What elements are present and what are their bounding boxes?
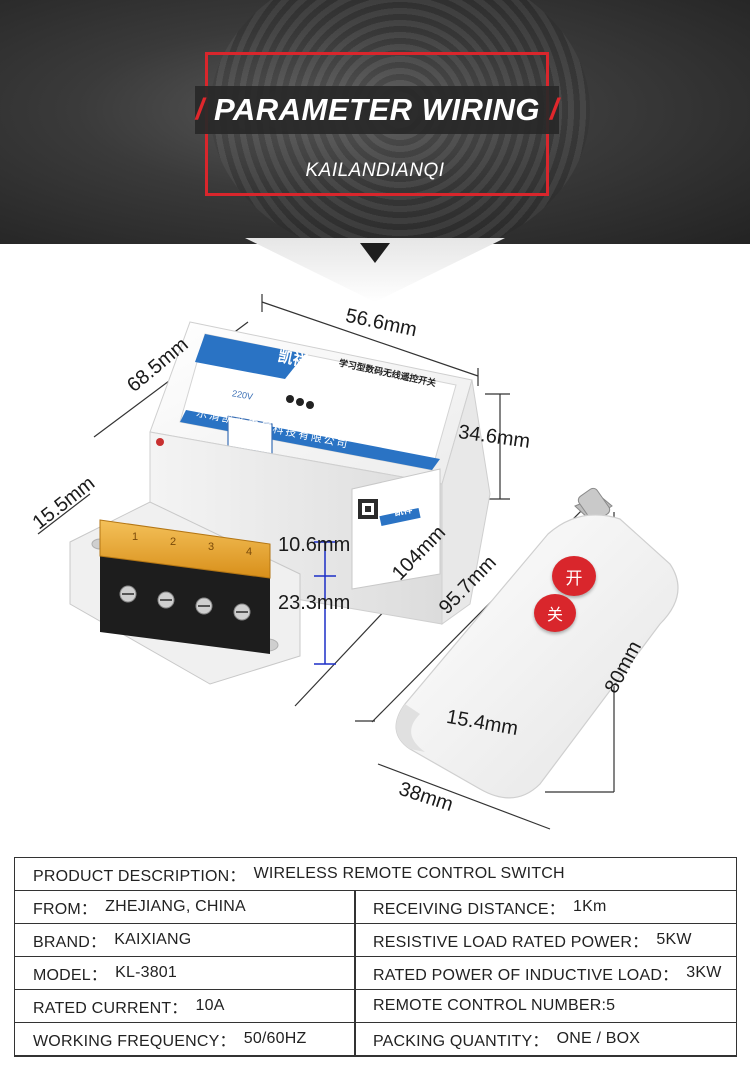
spec-label-resistive-load: RESISTIVE LOAD RATED POWER： — [373, 934, 649, 951]
spec-value-remote-number: 5 — [606, 997, 616, 1014]
spec-label-from: FROM： — [33, 901, 98, 918]
header-banner: / PARAMETER WIRING / KAILANDIANQI — [0, 0, 750, 244]
spec-label-model: MODEL： — [33, 967, 108, 984]
spec-table: PRODUCT DESCRIPTION： WIRELESS REMOTE CON… — [14, 857, 737, 1057]
spec-value-rated-current: 10A — [195, 997, 225, 1014]
terminal-cover — [99, 519, 271, 579]
dim-terminal-base: 23.3mm — [278, 592, 351, 614]
spec-label-frequency: WORKING FREQUENCY： — [33, 1033, 236, 1050]
spec-value-inductive-load: 3KW — [686, 964, 722, 981]
remote-off-label: 关 — [546, 605, 563, 624]
terminal-number-2: 2 — [170, 536, 177, 548]
table-row: FROM： ZHEJIANG, CHINA RECEIVING DISTANCE… — [15, 891, 736, 924]
spec-label-brand: BRAND： — [33, 934, 107, 951]
spec-label-receiving-distance: RECEIVING DISTANCE： — [373, 901, 565, 918]
table-row: RATED CURRENT： 10A REMOTE CONTROL NUMBER… — [15, 990, 736, 1023]
spec-label-inductive-load: RATED POWER OF INDUCTIVE LOAD： — [373, 967, 679, 984]
remote-on-label: 开 — [565, 568, 583, 589]
spec-label: PRODUCT DESCRIPTION： — [33, 868, 246, 885]
banner-subtitle: KAILANDIANQI — [305, 160, 445, 181]
product-drawing: 凯祥 学习型数码无线遥控开关 220V 乐清凯蓝电气科技有限公司 凯祥 1 2 … — [0, 244, 750, 850]
spec-label-packing: PACKING QUANTITY： — [373, 1033, 549, 1050]
spec-value-frequency: 50/60HZ — [243, 1030, 307, 1047]
spec-value-receiving-distance: 1Km — [572, 898, 607, 915]
spec-value: WIRELESS REMOTE CONTROL SWITCH — [253, 865, 565, 882]
spec-label-rated-current: RATED CURRENT： — [33, 1000, 188, 1017]
table-column-divider — [354, 891, 356, 1056]
remote-control — [395, 487, 679, 799]
remote-on-button: 开 — [552, 556, 596, 596]
terminal-number-4: 4 — [246, 546, 253, 558]
spec-value-from: ZHEJIANG, CHINA — [105, 898, 246, 915]
spec-label-remote-number: REMOTE CONTROL NUMBER: — [373, 997, 607, 1014]
dim-terminal-height: 10.6mm — [278, 534, 351, 556]
table-row: WORKING FREQUENCY： 50/60HZ PACKING QUANT… — [15, 1023, 736, 1056]
product-illustration — [37, 294, 679, 830]
spec-value-model: KL-3801 — [115, 964, 178, 981]
terminal-number-1: 1 — [132, 531, 139, 543]
spec-value-resistive-load: 5KW — [656, 931, 692, 948]
title-slash-left: / — [195, 93, 204, 126]
page-title: PARAMETER WIRING — [213, 92, 541, 127]
remote-off-button: 关 — [534, 594, 576, 632]
spec-value-packing: ONE / BOX — [556, 1030, 641, 1047]
table-row: BRAND： KAIXIANG RESISTIVE LOAD RATED POW… — [15, 924, 736, 957]
table-row: MODEL： KL-3801 RATED POWER OF INDUCTIVE … — [15, 957, 736, 990]
terminal-number-3: 3 — [208, 541, 215, 553]
spec-row-description: PRODUCT DESCRIPTION： WIRELESS REMOTE CON… — [15, 858, 736, 891]
spec-value-brand: KAIXIANG — [114, 931, 192, 948]
banner-title-box: / PARAMETER WIRING / — [195, 86, 559, 134]
title-slash-right: / — [550, 93, 559, 126]
indicator-led — [156, 438, 164, 446]
